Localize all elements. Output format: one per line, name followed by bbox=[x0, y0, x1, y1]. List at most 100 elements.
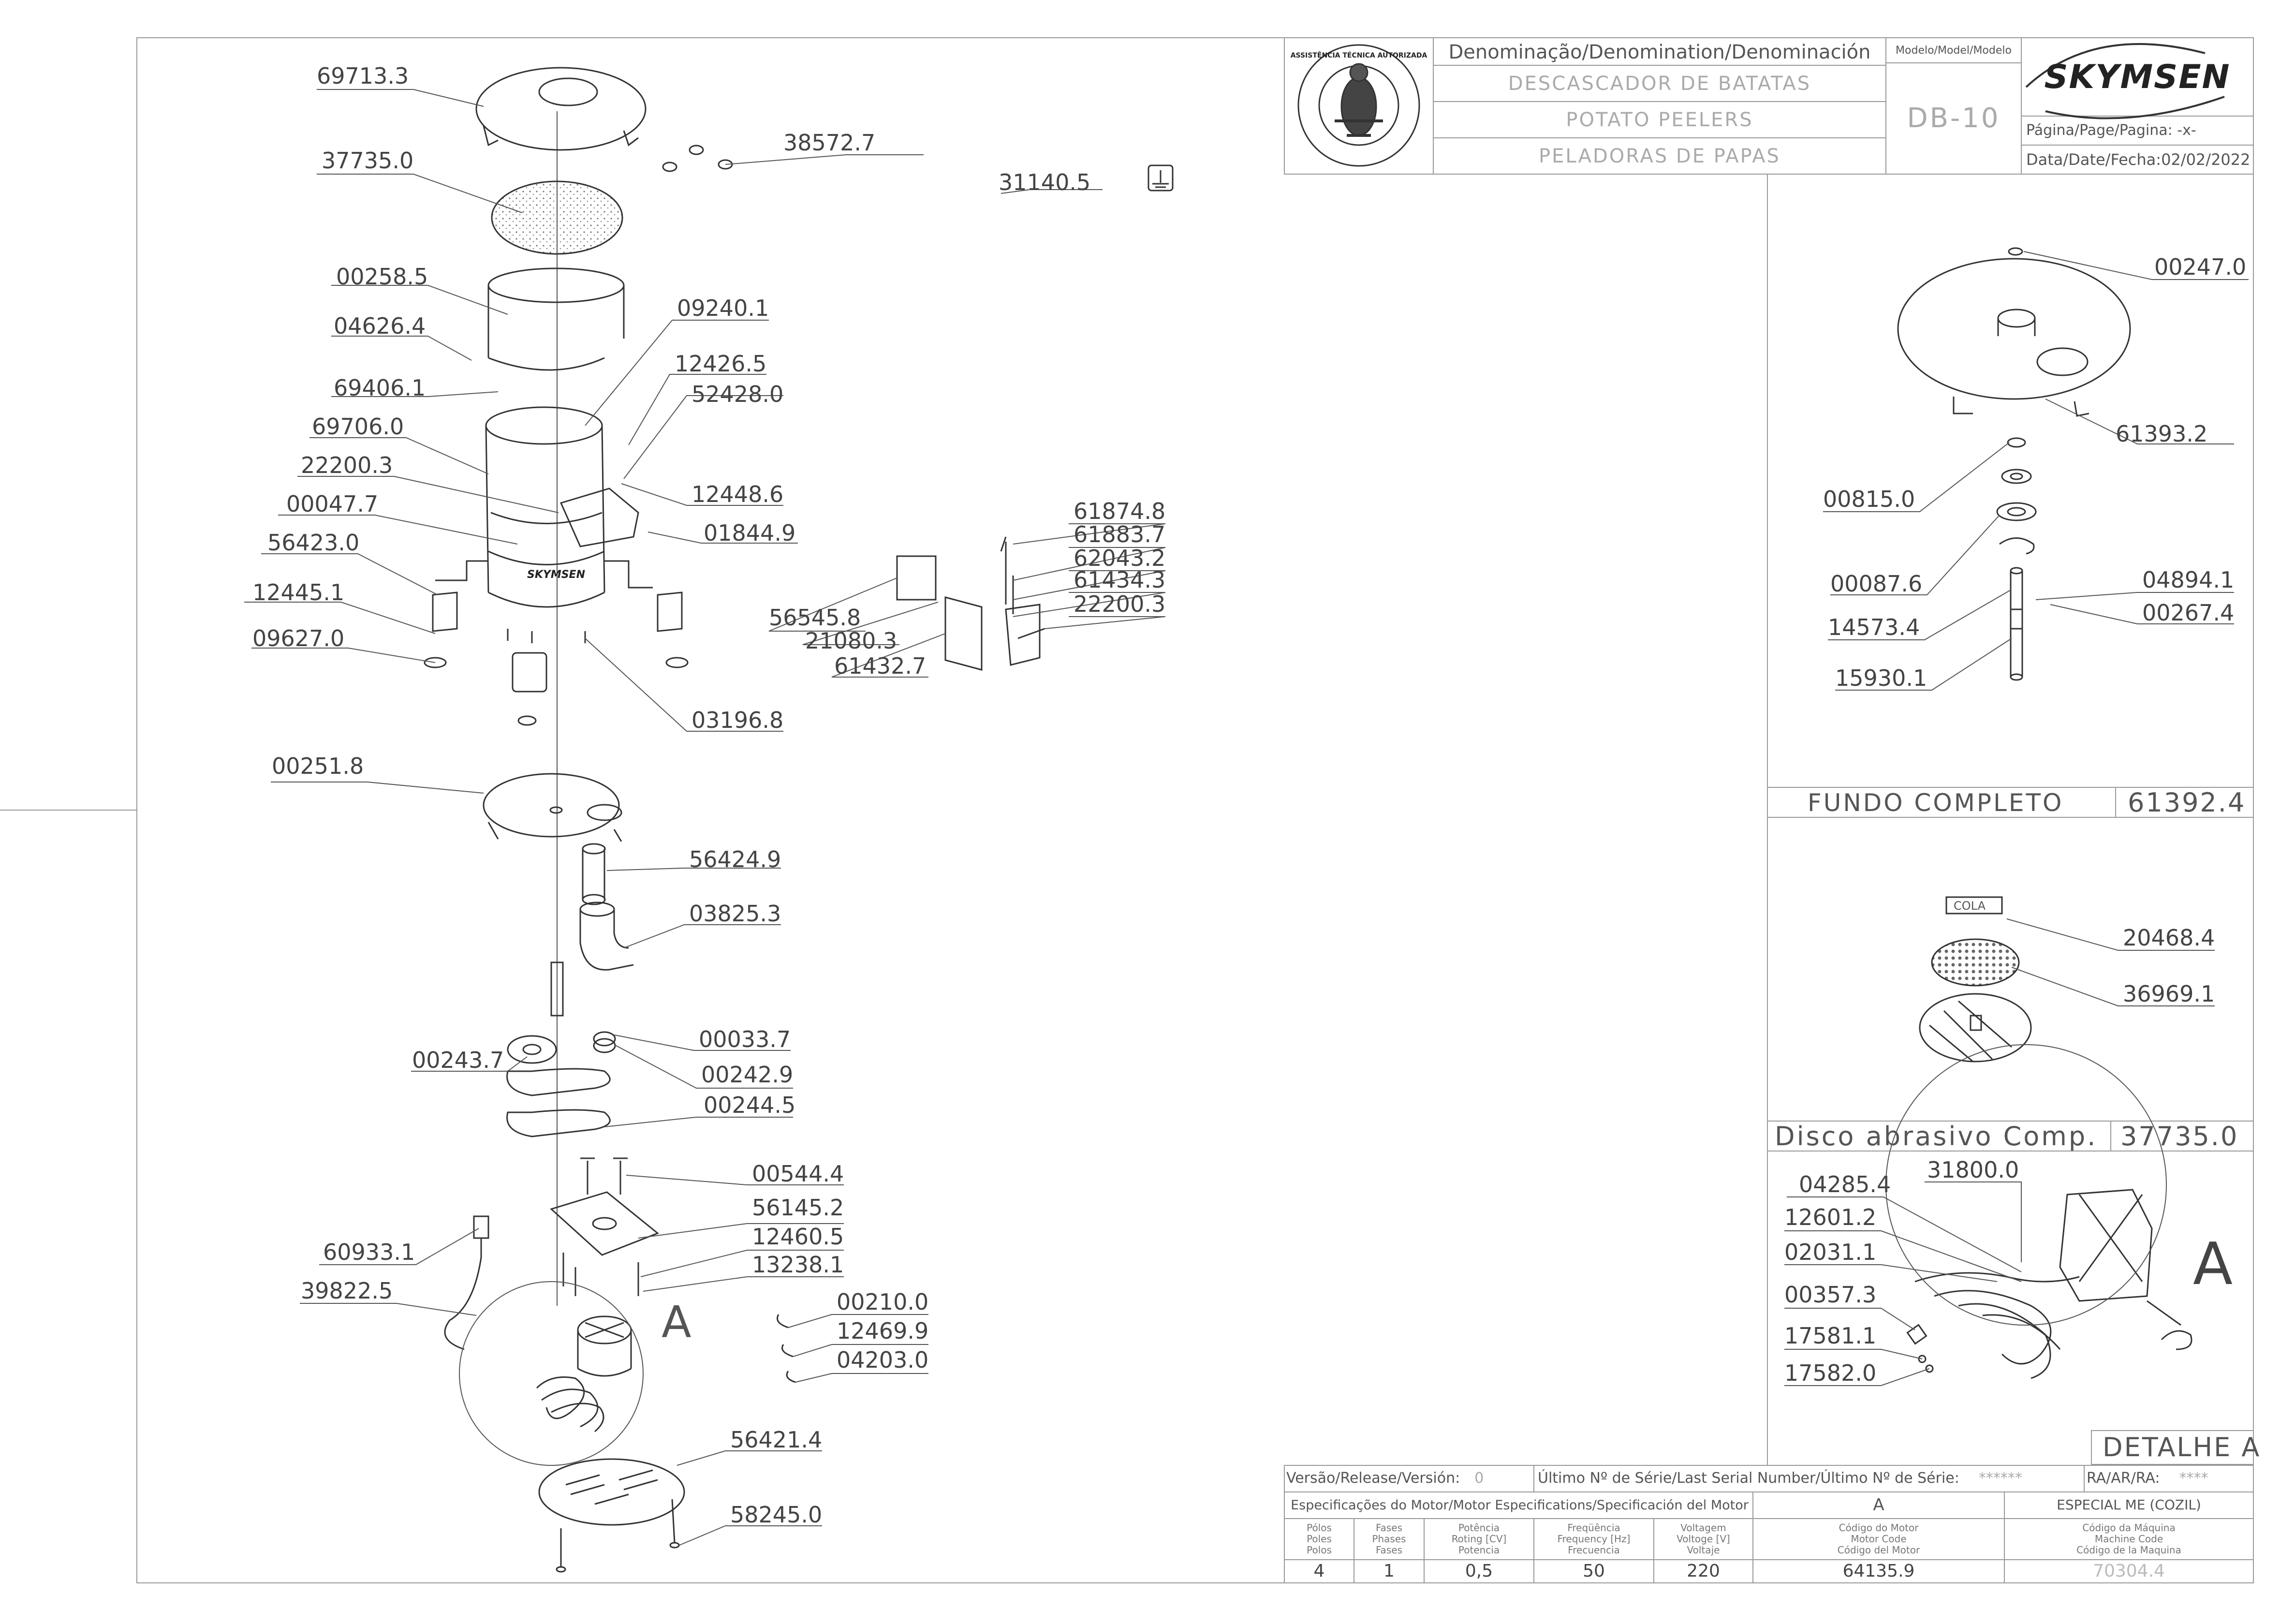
detalhe-drawing bbox=[1885, 1044, 2192, 1379]
disco-code: 37735.0 bbox=[2120, 1121, 2239, 1152]
disco-leader-lines bbox=[2006, 918, 2215, 1006]
part-label: 20468.4 bbox=[2123, 925, 2215, 951]
fundo-leader-lines bbox=[1823, 251, 2249, 691]
fundo-frame bbox=[1767, 787, 2254, 818]
cola-label: COLA bbox=[1954, 899, 1986, 913]
part-label: 12601.2 bbox=[1784, 1204, 1877, 1230]
product-name-es: PELADORAS DE PAPAS bbox=[1539, 145, 1780, 167]
part-label: 01844.9 bbox=[704, 520, 796, 546]
part-label: 12469.9 bbox=[837, 1318, 929, 1344]
part-label: 13238.1 bbox=[752, 1252, 844, 1278]
part-label: 03196.8 bbox=[691, 707, 784, 733]
part-label: 00242.9 bbox=[701, 1062, 794, 1088]
part-label: 12445.1 bbox=[252, 579, 345, 605]
part-label: 02031.1 bbox=[1784, 1239, 1877, 1265]
value-motor-code: 64135.9 bbox=[1842, 1561, 1915, 1581]
value-voltage: 220 bbox=[1687, 1561, 1720, 1581]
spec-label: Especificações do Motor/Motor Especifica… bbox=[1291, 1497, 1749, 1513]
part-label: 37735.0 bbox=[322, 148, 414, 174]
part-label: 00244.5 bbox=[704, 1092, 796, 1118]
part-label: 12460.5 bbox=[752, 1224, 844, 1250]
part-label: 17582.0 bbox=[1784, 1360, 1877, 1386]
serial-value: ****** bbox=[1978, 1470, 2022, 1487]
barrel-brand-mark: SKYMSEN bbox=[527, 569, 586, 581]
part-label: 56424.9 bbox=[689, 846, 781, 872]
part-label: 00267.4 bbox=[2142, 600, 2235, 626]
part-label: 09627.0 bbox=[252, 625, 345, 651]
part-label: 09240.1 bbox=[677, 295, 769, 321]
detalhe-leader-lines bbox=[1784, 1181, 2022, 1386]
date-label: Data/Date/Fecha: bbox=[2026, 150, 2162, 169]
part-label: 04894.1 bbox=[2142, 567, 2235, 593]
detalhe-title: DETALHE A bbox=[2103, 1432, 2261, 1462]
part-label: 21080.3 bbox=[805, 628, 897, 654]
detalhe-frame bbox=[2091, 1430, 2254, 1465]
serial-cell: Último Nº de Série/Last Serial Number/Úl… bbox=[1538, 1465, 2084, 1492]
part-label: 61393.2 bbox=[2116, 421, 2208, 447]
disco-frame bbox=[1767, 1121, 2254, 1152]
machine-variant: ESPECIAL ME (COZIL) bbox=[2057, 1497, 2201, 1513]
page-label: Página/Page/Pagina: -x- bbox=[2026, 121, 2196, 139]
part-label: 14573.4 bbox=[1828, 614, 1920, 640]
part-label: 52428.0 bbox=[691, 381, 784, 407]
callout-letter-a: A bbox=[662, 1297, 691, 1348]
part-label: 69713.3 bbox=[317, 63, 409, 89]
part-label: 00815.0 bbox=[1823, 486, 1915, 512]
release-value: 0 bbox=[1474, 1470, 1484, 1487]
part-label: 00247.0 bbox=[2154, 254, 2247, 280]
release-label: Versão/Release/Versión: bbox=[1286, 1470, 1460, 1487]
value-power: 0,5 bbox=[1465, 1561, 1493, 1581]
part-label: 69706.0 bbox=[312, 413, 404, 440]
detalhe-letter: A bbox=[2193, 1231, 2233, 1298]
part-label: 39822.5 bbox=[301, 1278, 393, 1304]
disco-title: Disco abrasivo Comp. bbox=[1775, 1121, 2098, 1152]
part-label: 31140.5 bbox=[999, 169, 1091, 195]
value-machine-code: 70304.4 bbox=[2093, 1561, 2165, 1581]
part-label: 61434.3 bbox=[1074, 567, 1166, 593]
part-label: 04285.4 bbox=[1799, 1171, 1891, 1197]
disco-drawing bbox=[1919, 896, 2032, 1063]
part-label: 60933.1 bbox=[323, 1239, 415, 1265]
part-label: 12426.5 bbox=[675, 351, 767, 377]
part-label: 00251.8 bbox=[272, 753, 364, 779]
fundo-title: FUNDO COMPLETO bbox=[1808, 789, 2064, 817]
part-label: 31800.0 bbox=[1927, 1157, 2019, 1183]
product-name-en: POTATO PEELERS bbox=[1566, 108, 1753, 131]
value-frequency: 50 bbox=[1583, 1561, 1605, 1581]
model-value: DB-10 bbox=[1907, 102, 2001, 134]
part-label: 36969.1 bbox=[2123, 981, 2215, 1007]
skymsen-logo-mark bbox=[2025, 43, 2225, 119]
part-label: 00544.4 bbox=[752, 1161, 844, 1187]
brand-logo: SKYMSEN bbox=[2044, 58, 2231, 96]
part-label: 00087.6 bbox=[1830, 571, 1923, 597]
seal-text: ASSISTÊNCIA TÉCNICA AUTORIZADA bbox=[1290, 51, 1427, 59]
motor-variant: A bbox=[1873, 1495, 1884, 1515]
product-name-pt: DESCASCADOR DE BATATAS bbox=[1508, 72, 1811, 95]
part-label: 58245.0 bbox=[730, 1502, 823, 1528]
part-label: 00047.7 bbox=[286, 491, 379, 517]
main-exploded-drawing bbox=[424, 67, 1174, 1573]
part-label: 22200.3 bbox=[1074, 591, 1166, 617]
part-label: 38572.7 bbox=[783, 130, 876, 156]
part-label: 04626.4 bbox=[334, 313, 426, 339]
part-label: 56421.4 bbox=[730, 1427, 823, 1453]
part-label: 00033.7 bbox=[699, 1026, 791, 1052]
ra-cell: RA/AR/RA: **** bbox=[2087, 1465, 2253, 1492]
fundo-code: 61392.4 bbox=[2128, 787, 2246, 818]
ra-value: **** bbox=[2179, 1470, 2208, 1487]
part-label: 56423.0 bbox=[267, 530, 360, 556]
part-label: 22200.3 bbox=[301, 452, 393, 478]
part-label: 00210.0 bbox=[837, 1289, 929, 1315]
part-label: 56145.2 bbox=[752, 1195, 844, 1221]
ra-label: RA/AR/RA: bbox=[2087, 1470, 2160, 1487]
part-label: 00357.3 bbox=[1784, 1282, 1877, 1308]
part-label: 12448.6 bbox=[691, 481, 784, 507]
part-label: 15930.1 bbox=[1835, 665, 1927, 691]
